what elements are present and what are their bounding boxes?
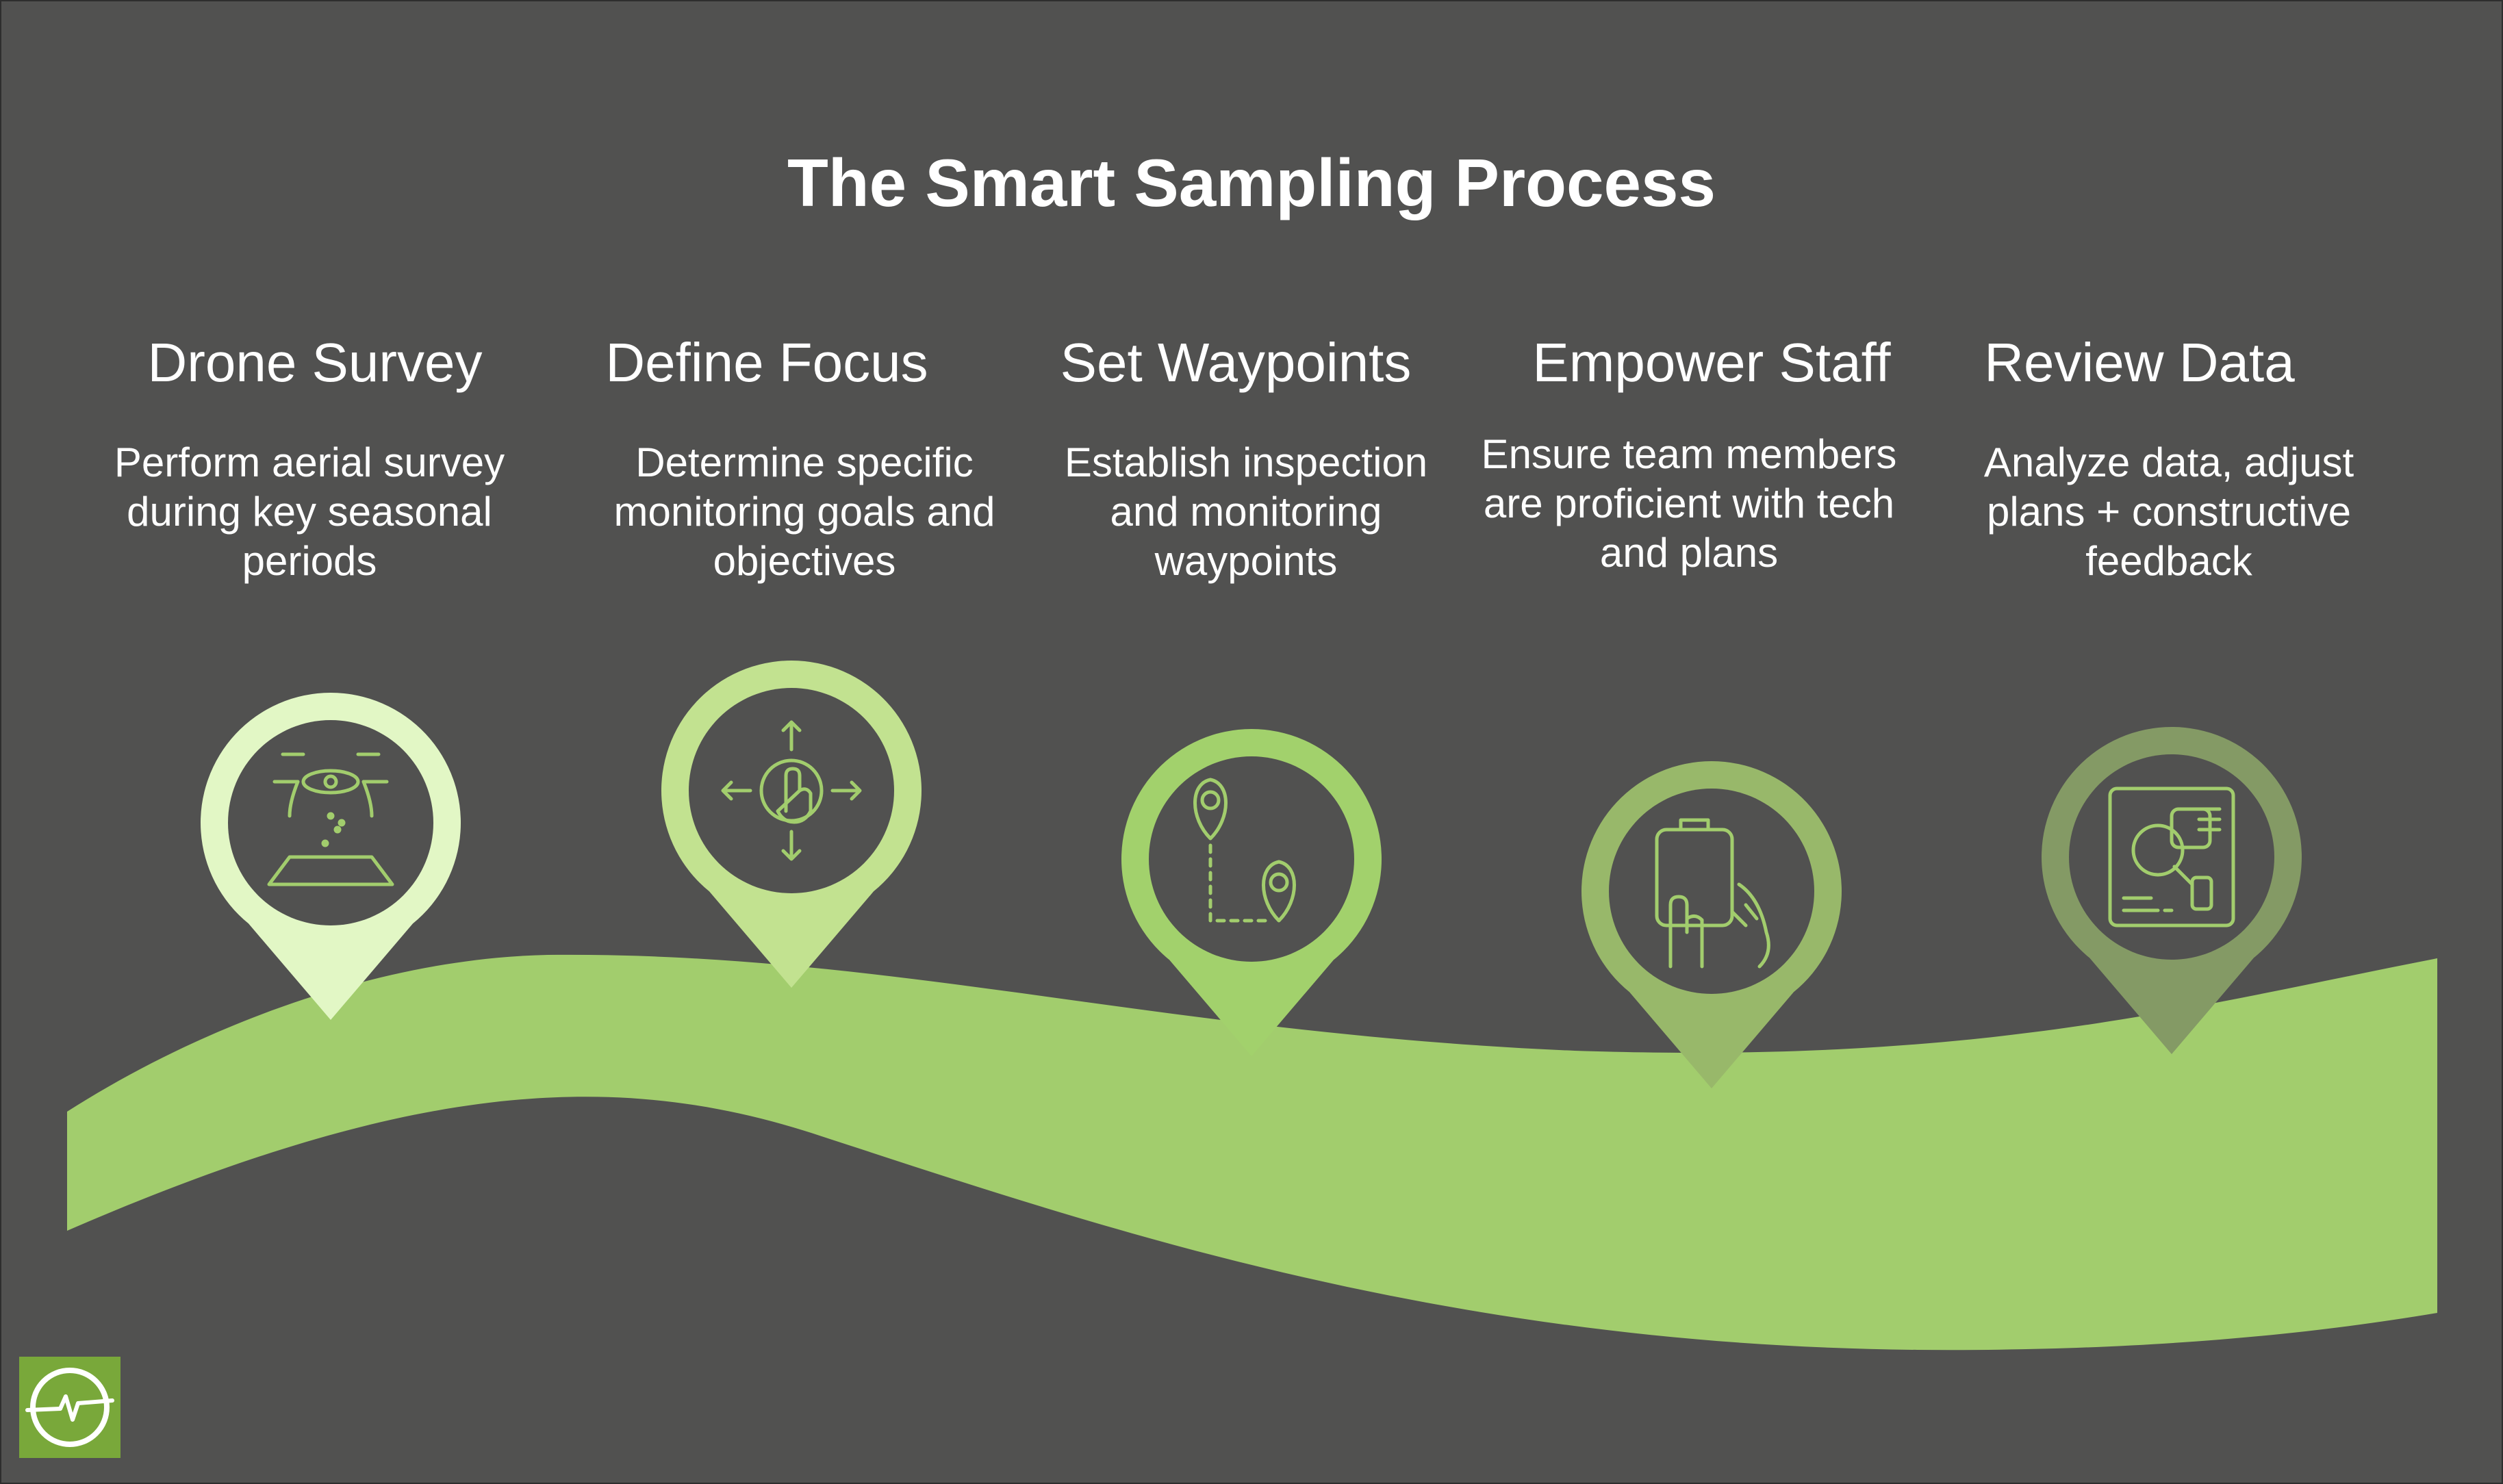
step-description: Analyze data, adjust plans + constructiv… xyxy=(1983,439,2354,584)
clipboard-hand-icon xyxy=(1655,818,1770,969)
step-title: Drone Survey xyxy=(147,332,483,393)
pin-inner-circle xyxy=(228,720,433,925)
map-pin-icon xyxy=(1193,778,1296,923)
step-pin xyxy=(661,661,922,988)
step-pin xyxy=(1581,761,1842,1088)
step-pin xyxy=(1121,729,1382,1056)
step-description: Ensure team members are proficient with … xyxy=(1481,431,1897,576)
pin-inner-circle xyxy=(689,688,894,893)
step-title: Review Data xyxy=(1984,332,2295,393)
step-title: Set Waypoints xyxy=(1060,332,1412,393)
page-title: The Smart Sampling Process xyxy=(787,145,1716,220)
step-title: Empower Staff xyxy=(1532,332,1891,393)
step-description: Establish inspection and monitoring wayp… xyxy=(1064,439,1428,584)
step-description: Perform aerial survey during key seasona… xyxy=(114,439,505,584)
step-pin xyxy=(2042,727,2302,1054)
step-description: Determine specific monitoring goals and … xyxy=(613,439,995,584)
step-title: Define Focus xyxy=(605,332,928,393)
step-pin xyxy=(201,693,461,1020)
dashboard-icon xyxy=(2108,786,2235,928)
wave-band xyxy=(67,954,2437,1351)
pin-inner-circle xyxy=(2069,754,2274,960)
pin-inner-circle xyxy=(1149,756,1354,962)
logo-badge xyxy=(19,1357,120,1458)
target-hand-icon xyxy=(721,720,862,861)
drone-icon xyxy=(267,752,394,886)
pin-inner-circle xyxy=(1609,789,1814,994)
